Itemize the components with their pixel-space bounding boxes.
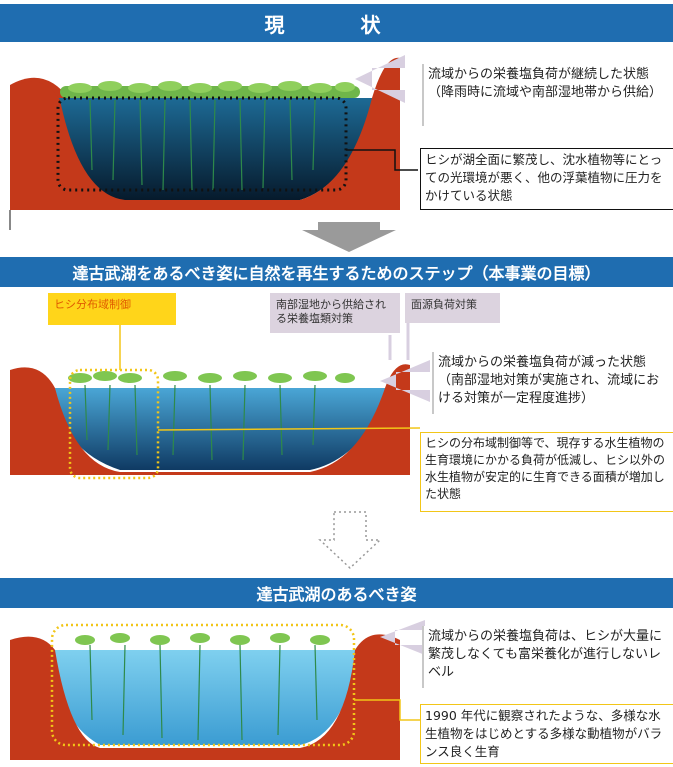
callout-line	[346, 149, 418, 171]
lake-basin-soil	[10, 364, 410, 475]
floating-leaves	[68, 371, 355, 383]
section-title-current: 現 状	[0, 4, 673, 42]
lake-scene-current	[9, 55, 418, 230]
submerged-stems	[89, 644, 318, 741]
tag-surface-source: 面源負荷対策	[405, 293, 500, 323]
hishi-overgrowth-note: ヒシが湖全面に繁茂し、沈水植物等にとっての光環境が悪く、他の浮葉植物に圧力をかけ…	[420, 148, 673, 210]
callout-line	[157, 427, 421, 431]
dotted-outline	[56, 96, 348, 192]
lake-basin-soil	[10, 57, 400, 210]
tag-south-wetland: 南部湿地から供給される栄養塩類対策	[270, 293, 400, 333]
dashed-down-arrow	[318, 511, 382, 570]
hishi-control-zone	[68, 368, 160, 480]
nutrient-load-note: 流域からの栄養塩負荷が継続した状態（降雨時に流域や南部湿地帯から供給）	[422, 64, 673, 126]
lake-scene-step	[10, 320, 430, 480]
submerged-stems	[84, 384, 316, 461]
section-title-steps: 達古武湖をあるべき姿に自然を再生するためのステップ（本事業の目標）	[0, 257, 673, 287]
inflow-arrow	[355, 55, 405, 103]
nutrient-load-note: 流域からの栄養塩負荷は、ヒシが大量に繁茂しなくても富栄養化が進行しないレベル	[422, 626, 673, 688]
section-title-ideal: 達古武湖のあるべき姿	[0, 578, 673, 608]
lake-water-dark	[58, 98, 375, 200]
lake-basin-soil	[10, 634, 400, 760]
lake-scene-ideal	[10, 620, 425, 760]
hishi-leaves	[68, 81, 355, 93]
inflow-arrow	[380, 620, 425, 655]
biodiversity-note: 1990 年代に観察されたような、多様な水生植物をはじめとする多様な動植物がバラ…	[420, 704, 673, 764]
nutrient-load-note: 流域からの栄養塩負荷が減った状態（南部湿地対策が実施され、流域における対策が一定…	[432, 352, 673, 414]
tag-hishi-control: ヒシ分布域制御	[48, 293, 176, 325]
callout-line	[354, 699, 422, 721]
hishi-control-note: ヒシの分布域制御等で、現存する水生植物の生育環境にかかる負荷が低減し、ヒシ以外の…	[420, 432, 673, 512]
healthy-zone-outline	[50, 623, 356, 747]
lake-water-light	[55, 650, 360, 745]
down-arrow	[302, 222, 396, 252]
inflow-arrow	[380, 360, 430, 402]
floating-leaves	[75, 633, 330, 645]
submerged-stems	[89, 99, 316, 191]
